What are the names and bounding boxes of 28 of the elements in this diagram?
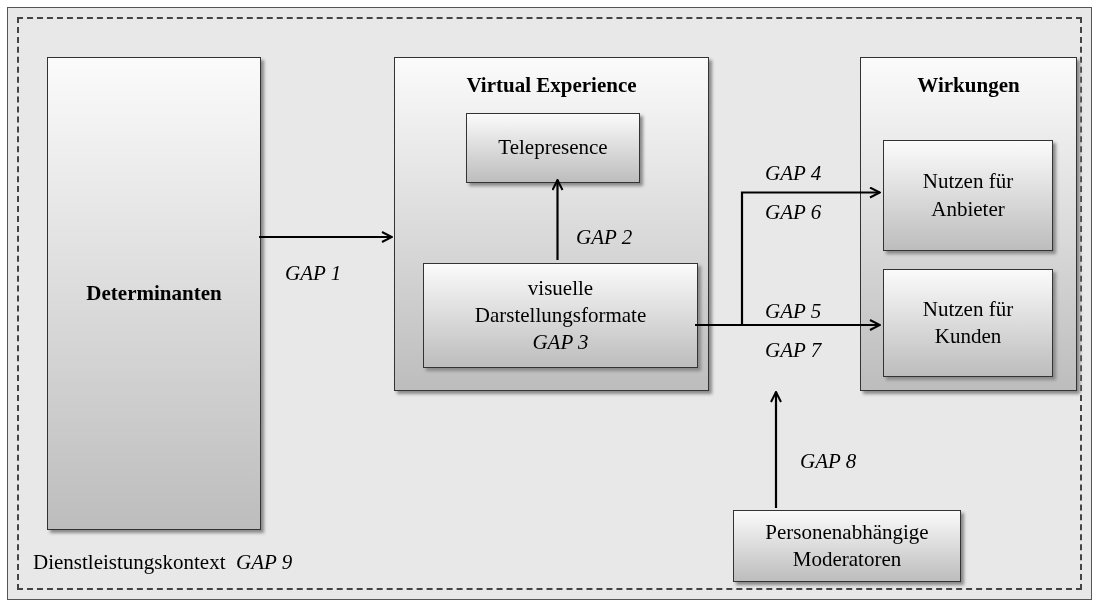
context-label: Dienstleistungskontext GAP 9 [33,548,293,576]
process-box [423,263,698,368]
box-label: Telepresence [498,134,608,162]
arrow [770,391,782,508]
process-box [47,57,261,530]
box-label: Determinanten [86,279,222,307]
gap-label: GAP 7 [765,337,822,364]
box-label: Personenabhängige Moderatoren [764,518,930,573]
process-box [883,140,1053,251]
group-heading: Wirkungen [916,72,1021,99]
gap-label: GAP 6 [765,199,822,226]
edge-label: GAP 4 [765,160,822,187]
dashed-frame [17,17,1082,590]
process-box [733,510,961,582]
edge-label: GAP 2 [576,224,633,251]
group-box [394,57,709,391]
arrow [259,231,393,243]
process-box [883,269,1053,377]
edge-label: GAP 5 [765,298,822,325]
box-label: Nutzen für Kunden [921,295,1015,350]
box-label: visuelle Darstellungsformate GAP 3 [473,274,648,357]
group-box [860,57,1077,391]
arrow [551,179,564,260]
edge-label: GAP 1 [285,260,342,287]
process-box [466,113,640,183]
group-heading: Virtual Experience [465,72,638,99]
edge-label: GAP 8 [800,448,857,475]
box-label: Nutzen für Anbieter [921,168,1015,223]
